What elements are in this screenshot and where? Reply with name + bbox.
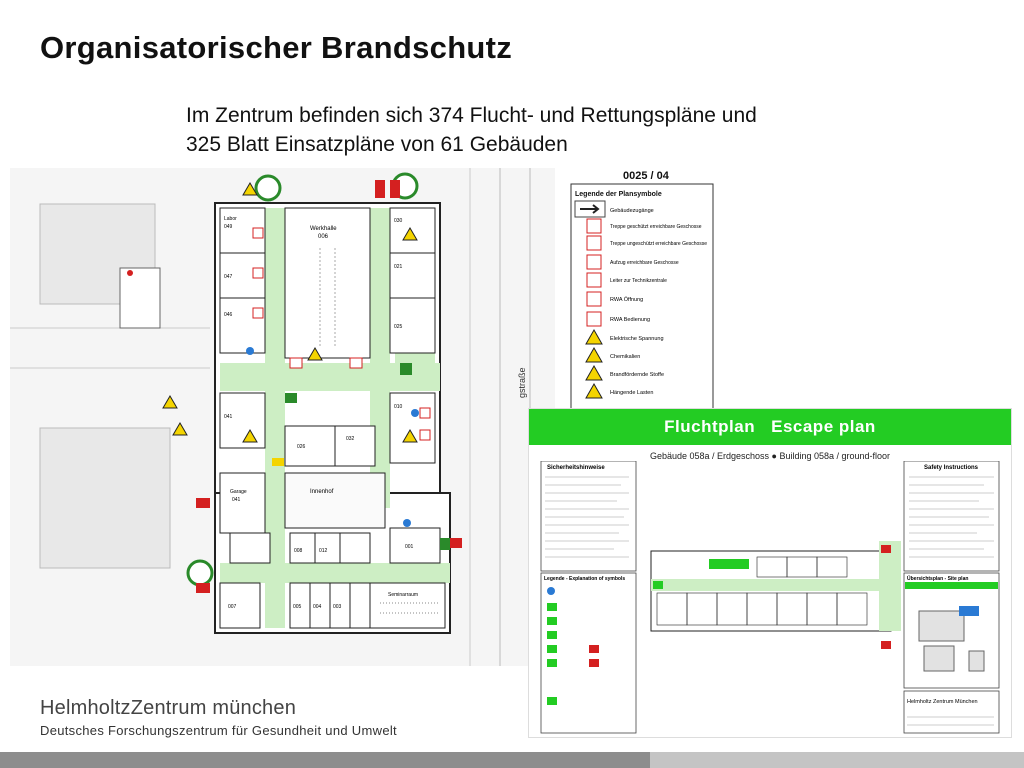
street-label: gstraße <box>517 367 527 398</box>
room-seminarraum: Seminarraum <box>388 592 418 598</box>
floor-plan-left: gstraße Werkhalle 006 Labor 049 047 046 … <box>10 168 555 666</box>
subtitle-line-1: Im Zentrum befinden sich 374 Flucht- und… <box>186 104 757 127</box>
room-007: 007 <box>228 604 237 610</box>
legend-item: Treppe ungeschützt erreichbare Geschosse <box>586 235 707 251</box>
legend-box-title: Legende - Explanation of symbols <box>544 576 625 582</box>
bottom-bar <box>0 752 1024 768</box>
room-werkhalle: Werkhalle <box>310 226 337 232</box>
room-001: 001 <box>405 544 414 550</box>
room-021: 021 <box>394 264 403 270</box>
legend-title: Legende der Plansymbole <box>575 191 662 198</box>
room-032: 032 <box>346 436 355 442</box>
room-047: 047 <box>224 274 233 280</box>
legend-item-label: RWA Bedienung <box>610 317 650 323</box>
room-004: 004 <box>313 604 322 610</box>
escape-plan-drawing: Sicherheitshinweise Legende - Explanatio… <box>540 461 1000 734</box>
legend-item: Gebäudezugänge <box>574 200 654 218</box>
overview-title: Übersichtsplan - Site plan <box>907 575 968 582</box>
legend-item-label: Aufzug erreichbare Geschosse <box>610 260 679 266</box>
slide-subtitle: Im Zentrum befinden sich 374 Flucht- und… <box>186 101 946 159</box>
room-012: 012 <box>319 548 328 554</box>
legend-item: RWA Öffnung <box>586 291 643 307</box>
legend-item: Elektrische Spannung <box>585 328 664 345</box>
room-garage: Garage <box>230 489 247 495</box>
room-010: 010 <box>394 404 403 410</box>
legend-item-label: RWA Öffnung <box>610 296 643 303</box>
escape-plan-banner: Fluchtplan Escape plan <box>529 409 1011 445</box>
legend-item: Hängende Lasten <box>585 382 653 399</box>
legend-item-label: Treppe ungeschützt erreichbare Geschosse <box>610 241 707 247</box>
room-008: 008 <box>294 548 303 554</box>
legend-item: Brandfördernde Stoffe <box>585 364 664 381</box>
escape-plan-card: Fluchtplan Escape plan Gebäude 058a / Er… <box>528 408 1012 738</box>
legend-item: Aufzug erreichbare Geschosse <box>586 254 679 270</box>
room-werkhalle-no: 006 <box>318 234 329 240</box>
legend-item-label: Chemikalien <box>610 354 640 360</box>
room-labor-1: Labor <box>224 216 237 222</box>
bottom-bar-light <box>650 752 1024 768</box>
legend-card: 0025 / 04 Legende der Plansymbole Gebäud… <box>565 162 715 412</box>
bottom-bar-dark <box>0 752 650 768</box>
legend-item-label: Gebäudezugänge <box>610 208 654 214</box>
logo-sub-text: Deutsches Forschungszentrum für Gesundhe… <box>40 723 397 738</box>
room-041: 041 <box>224 414 233 420</box>
banner-fluchtplan: Fluchtplan <box>664 417 756 436</box>
left-box-title: Sicherheitshinweise <box>547 465 605 471</box>
room-030: 030 <box>394 218 403 224</box>
legend-item-label: Elektrische Spannung <box>610 336 664 342</box>
legend-item: Treppe geschützt erreichbare Geschosse <box>586 218 702 234</box>
room-003: 003 <box>333 604 342 610</box>
legend-items: Gebäudezugänge Treppe geschützt erreichb… <box>574 200 707 399</box>
legend-item-label: Hängende Lasten <box>610 390 653 396</box>
legend-item: RWA Bedienung <box>586 311 650 327</box>
helmholtz-logo: HelmholtzZentrum münchen Deutsches Forsc… <box>40 697 397 738</box>
logo-main-text: HelmholtzZentrum münchen <box>40 697 297 719</box>
legend-item: Leiter zur Technikzentrale <box>586 272 667 288</box>
legend-item-label: Leiter zur Technikzentrale <box>610 278 667 284</box>
org-name: Helmholtz Zentrum München <box>907 699 978 705</box>
room-innenhof: Innenhof <box>310 489 334 495</box>
legend-item-label: Brandfördernde Stoffe <box>610 372 664 378</box>
room-005: 005 <box>293 604 302 610</box>
room-025: 025 <box>394 324 403 330</box>
legend-item-label: Treppe geschützt erreichbare Geschosse <box>610 224 702 230</box>
room-046: 046 <box>224 312 233 318</box>
room-026: 026 <box>297 444 306 450</box>
room-garage-no: 041 <box>232 497 241 503</box>
legend-item: Chemikalien <box>585 346 640 363</box>
subtitle-line-2: 325 Blatt Einsatzpläne von 61 Gebäuden <box>186 133 568 156</box>
right-box-title: Safety Instructions <box>924 465 979 471</box>
room-049: 049 <box>224 224 233 230</box>
slide-title: Organisatorischer Brandschutz <box>40 30 513 65</box>
banner-escape-plan: Escape plan <box>771 417 876 436</box>
escape-plan-subheading: Gebäude 058a / Erdgeschoss ● Building 05… <box>649 451 891 461</box>
legend-code: 0025 / 04 <box>623 170 670 182</box>
